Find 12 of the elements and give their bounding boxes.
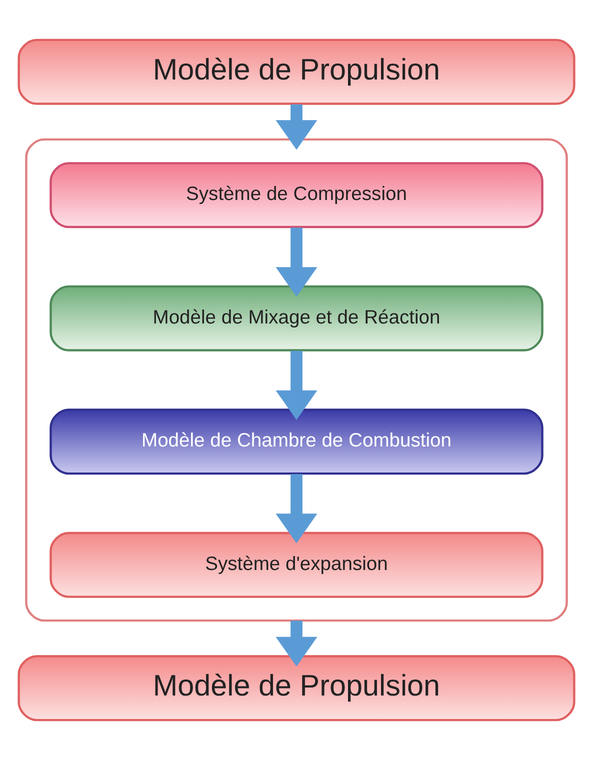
node-box: Modèle de Propulsion	[18, 654, 576, 721]
node-box: Système d'expansion	[50, 531, 544, 598]
arrow	[276, 227, 318, 296]
node-box: Modèle de Propulsion	[18, 38, 576, 104]
node-box: Modèle de Mixage et de Réaction	[50, 284, 544, 351]
node-box: Modèle de Chambre de Combustion	[50, 408, 544, 474]
cluster	[25, 138, 568, 622]
node-box: Système de Compression	[50, 162, 544, 228]
arrow	[276, 350, 318, 420]
arrow	[276, 474, 318, 543]
arrow	[276, 104, 318, 150]
arrow	[276, 620, 318, 666]
